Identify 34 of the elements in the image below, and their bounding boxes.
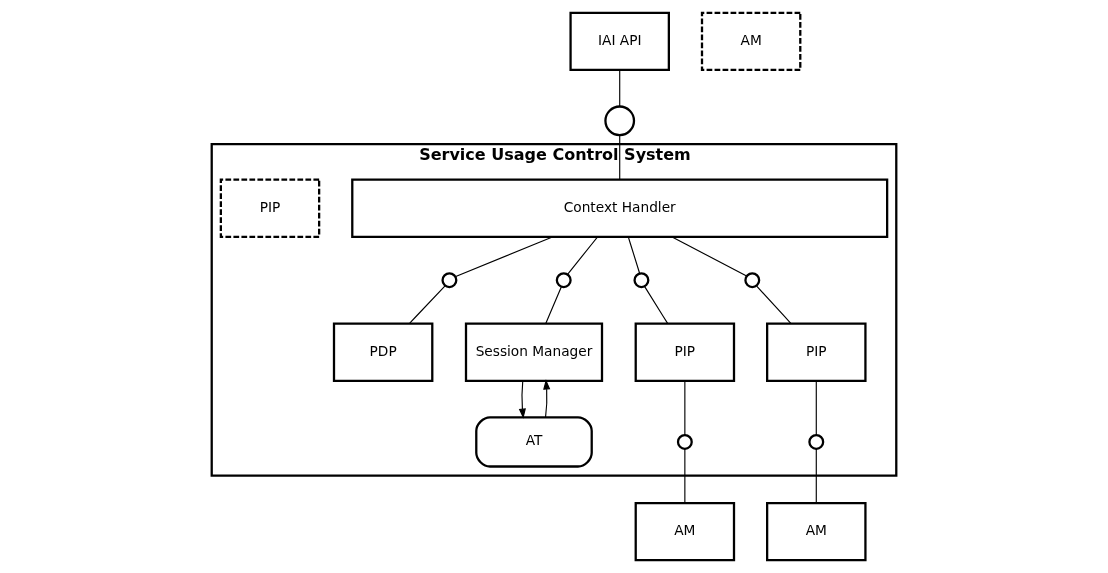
node-circle xyxy=(744,272,761,289)
node-box: PIP xyxy=(766,322,867,382)
connector xyxy=(671,236,748,277)
node-circle xyxy=(633,272,650,289)
connector xyxy=(815,448,817,504)
node-box: AM xyxy=(634,501,736,562)
connector xyxy=(627,236,641,274)
arrow xyxy=(518,380,526,419)
node-circle xyxy=(604,105,636,137)
node-box: AT xyxy=(475,416,593,468)
node-box: PIP xyxy=(634,322,736,382)
connector xyxy=(455,236,553,278)
connector xyxy=(408,285,446,324)
node-circle xyxy=(555,272,572,289)
node-box: Context Handler xyxy=(351,178,889,238)
node-circle xyxy=(676,433,693,450)
node-circle xyxy=(441,272,458,289)
connector xyxy=(684,448,686,504)
node-box: IAI API xyxy=(569,11,670,72)
connector xyxy=(619,69,621,107)
connector xyxy=(619,134,621,180)
connector xyxy=(567,236,599,275)
connector xyxy=(755,285,792,324)
node-box: AM xyxy=(766,501,867,562)
node-circle xyxy=(808,433,825,450)
connector xyxy=(545,286,562,325)
node-box: Session Manager xyxy=(464,322,604,382)
connector xyxy=(815,380,817,436)
node-box: PIP xyxy=(219,178,321,238)
arrow xyxy=(543,379,551,418)
node-box: AM xyxy=(700,11,802,72)
connector xyxy=(643,285,669,324)
connector xyxy=(684,380,686,436)
node-box: PDP xyxy=(332,322,434,382)
